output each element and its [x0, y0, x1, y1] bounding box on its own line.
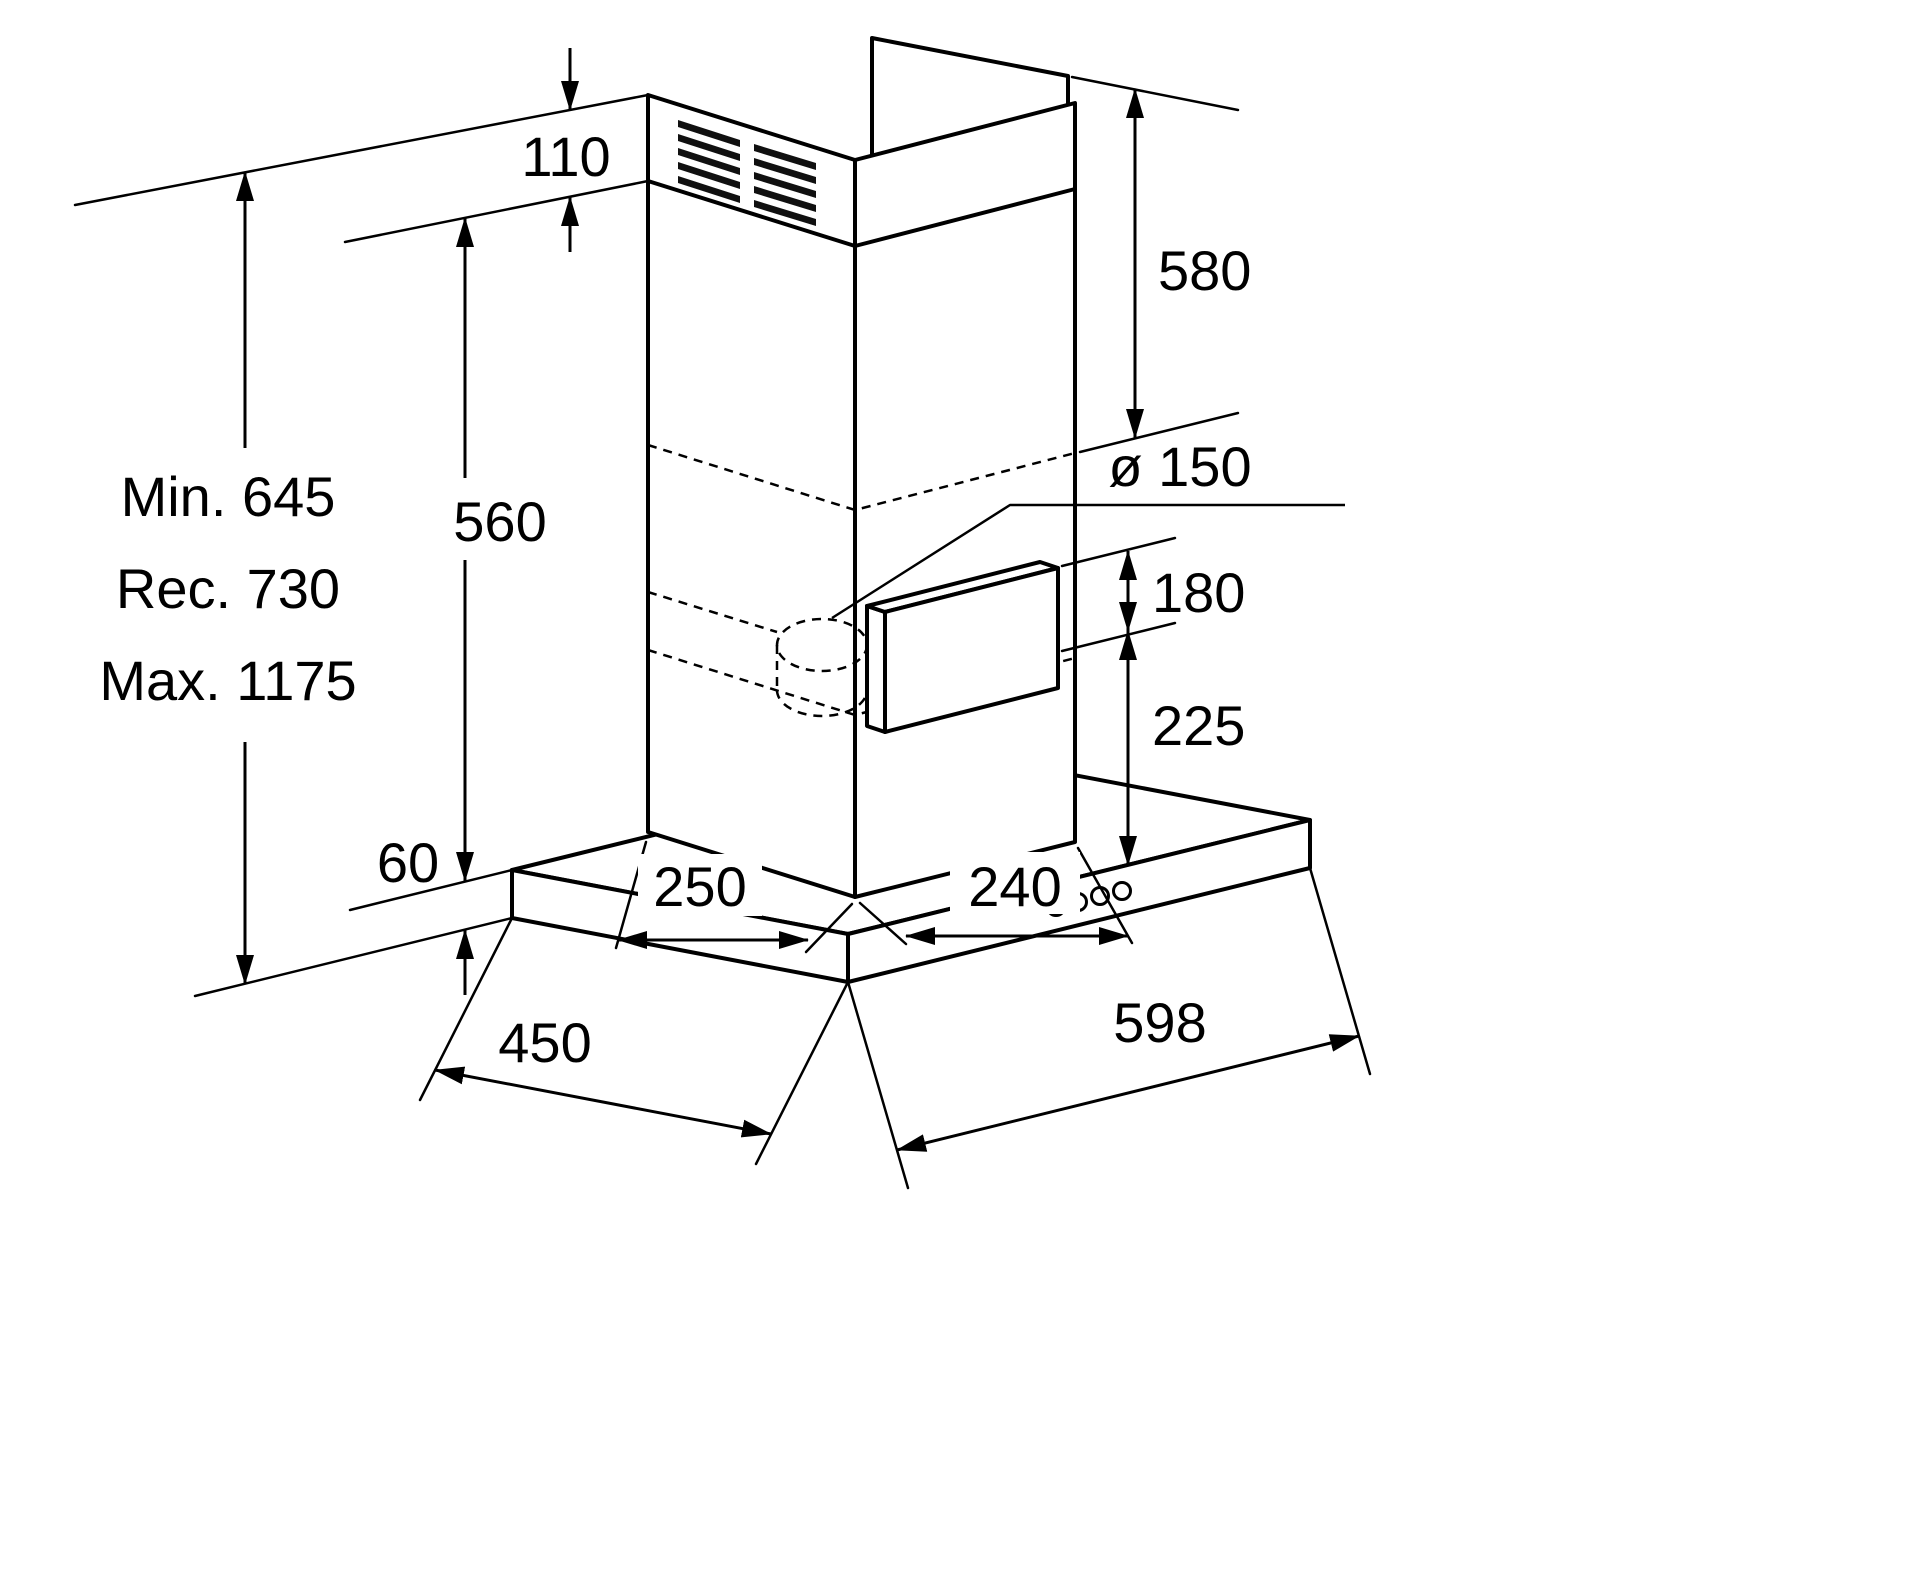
dim-580-label: 580 — [1158, 239, 1251, 302]
chimney-band-joint-edge — [646, 179, 1077, 248]
dimension-lines — [236, 48, 1360, 1152]
chimney — [646, 93, 1077, 899]
spigot-front-face — [883, 566, 1060, 734]
ext-telescope-right — [1078, 411, 1240, 454]
spigot-side-face — [865, 604, 887, 734]
dim-450-line — [434, 1066, 772, 1138]
dim-250-label: 250 — [653, 855, 746, 918]
label-mask-250 — [638, 854, 762, 916]
dim-598-line — [896, 1034, 1360, 1152]
telescope-joint-upper — [647, 443, 1076, 512]
chimney-right-face — [853, 101, 1077, 899]
dim-240-label: 240 — [968, 855, 1061, 918]
ext-bracket-top — [1070, 75, 1240, 112]
dim-height-min-label: Min. 645 — [121, 465, 336, 528]
dim-560-label: 560 — [453, 490, 546, 553]
ext-duct-center — [1060, 621, 1177, 653]
dim-180-label: 180 — [1152, 561, 1245, 624]
duct-diameter-label: ø 150 — [1108, 435, 1251, 498]
wall-reference-line — [73, 93, 650, 207]
ext-598-left — [846, 980, 910, 1190]
dim-height-max-label: Max. 1175 — [99, 649, 356, 712]
dim-110-label: 110 — [521, 125, 610, 188]
dim-450-label: 450 — [498, 1011, 591, 1074]
duct-bottom-arc — [775, 689, 869, 718]
vent-grille — [678, 120, 816, 226]
dimension-labels: 110 580 560 Min. 645 Rec. 730 Max. 1175 … — [99, 125, 1251, 1074]
ext-450-front — [754, 980, 850, 1166]
label-mask-240 — [950, 852, 1080, 914]
control-button — [1112, 881, 1132, 901]
ext-250-right — [804, 902, 854, 954]
dim-height-rec-label: Rec. 730 — [116, 557, 340, 620]
ext-band-bottom — [343, 179, 650, 244]
ext-spigot-top — [1060, 536, 1177, 568]
outlet-spigot — [865, 560, 1060, 734]
ext-canopy-top-left — [348, 868, 514, 912]
ext-240-left — [858, 901, 908, 946]
dim-598-label: 598 — [1113, 991, 1206, 1054]
duct-axis-line — [647, 590, 778, 634]
ext-598-right — [1308, 866, 1372, 1076]
dim-225-label: 225 — [1152, 694, 1245, 757]
duct-diameter-leader — [831, 503, 1345, 620]
dim-60-label: 60 — [377, 831, 439, 894]
